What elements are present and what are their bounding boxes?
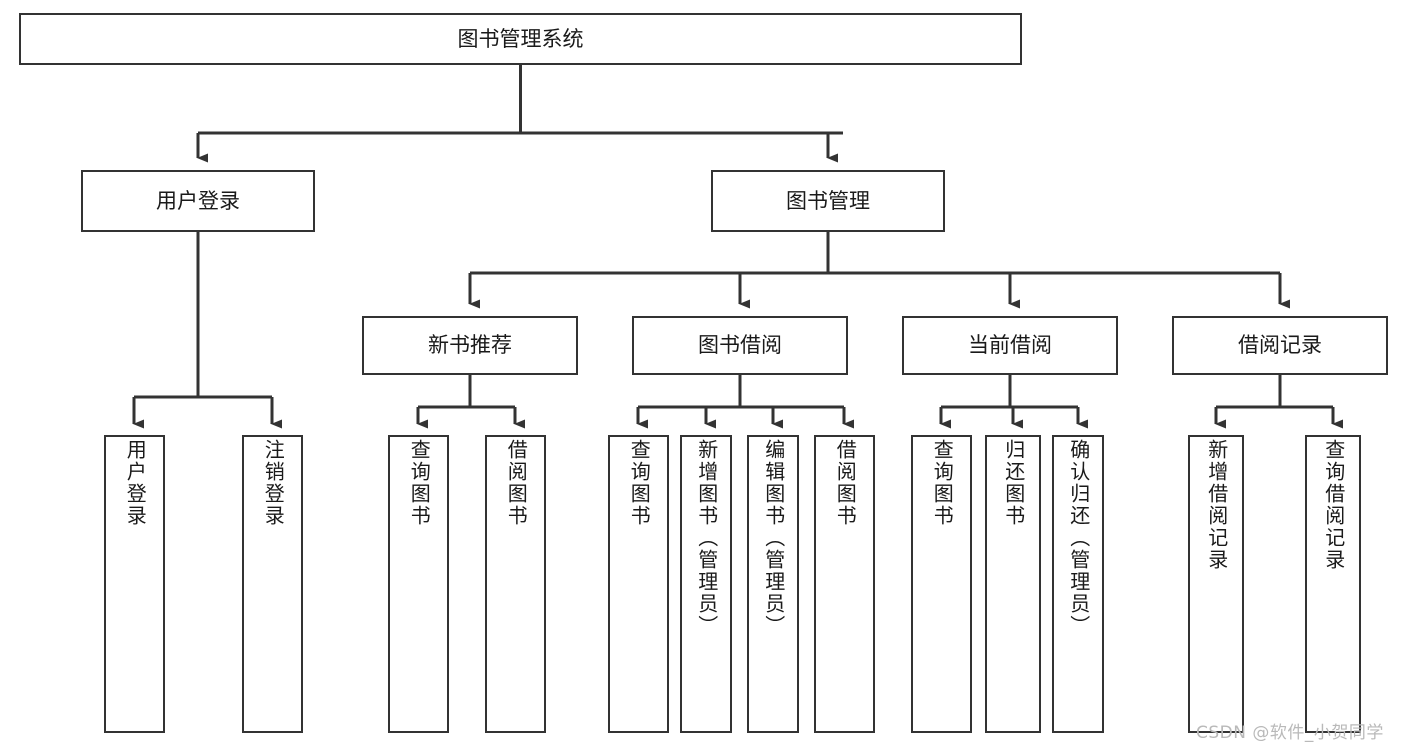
node-current-borrow[interactable]: 当前借阅 — [902, 316, 1118, 375]
node-leaf-query-book-rec-label: 查询图书 — [407, 439, 432, 527]
node-user-login[interactable]: 用户登录 — [81, 170, 315, 232]
node-leaf-query-book-cb[interactable]: 查询图书 — [911, 435, 972, 733]
node-leaf-borrow-book-rec-label: 借阅图书 — [504, 439, 529, 527]
node-root-label: 图书管理系统 — [457, 26, 584, 51]
node-leaf-query-book-rec[interactable]: 查询图书 — [388, 435, 449, 733]
node-leaf-return-book-label: 归还图书 — [1001, 439, 1026, 527]
node-root[interactable]: 图书管理系统 — [19, 13, 1022, 65]
node-leaf-borrow-book-rec[interactable]: 借阅图书 — [485, 435, 546, 733]
node-leaf-confirm-return-label: 确认归还（管理员） — [1066, 439, 1091, 637]
node-new-book-rec[interactable]: 新书推荐 — [362, 316, 578, 375]
node-leaf-add-record-label: 新增借阅记录 — [1204, 439, 1229, 571]
node-leaf-query-book-cb-label: 查询图书 — [930, 439, 955, 527]
node-leaf-user-login[interactable]: 用户登录 — [104, 435, 165, 733]
node-user-login-label: 用户登录 — [156, 188, 240, 213]
node-new-book-rec-label: 新书推荐 — [428, 333, 512, 358]
node-current-borrow-label: 当前借阅 — [968, 333, 1052, 358]
node-leaf-edit-book-label: 编辑图书（管理员） — [761, 439, 786, 637]
node-leaf-query-book-bb[interactable]: 查询图书 — [608, 435, 669, 733]
node-leaf-borrow-book-bb-label: 借阅图书 — [833, 439, 858, 527]
node-book-manage-label: 图书管理 — [786, 188, 870, 213]
node-leaf-query-record[interactable]: 查询借阅记录 — [1305, 435, 1361, 733]
node-leaf-user-login-label: 用户登录 — [123, 439, 148, 527]
node-leaf-edit-book[interactable]: 编辑图书（管理员） — [747, 435, 799, 733]
node-borrow-record[interactable]: 借阅记录 — [1172, 316, 1388, 375]
node-book-manage[interactable]: 图书管理 — [711, 170, 945, 232]
node-leaf-query-book-bb-label: 查询图书 — [627, 439, 652, 527]
node-leaf-return-book[interactable]: 归还图书 — [985, 435, 1041, 733]
node-leaf-confirm-return[interactable]: 确认归还（管理员） — [1052, 435, 1104, 733]
node-leaf-user-logout-label: 注销登录 — [261, 439, 286, 527]
csdn-watermark: CSDN @软件_小贺同学 — [1196, 723, 1384, 743]
node-borrow-record-label: 借阅记录 — [1238, 333, 1322, 358]
node-leaf-add-book[interactable]: 新增图书（管理员） — [680, 435, 732, 733]
node-book-borrow[interactable]: 图书借阅 — [632, 316, 848, 375]
node-leaf-add-record[interactable]: 新增借阅记录 — [1188, 435, 1244, 733]
node-leaf-add-book-label: 新增图书（管理员） — [694, 439, 719, 637]
node-leaf-user-logout[interactable]: 注销登录 — [242, 435, 303, 733]
node-leaf-query-record-label: 查询借阅记录 — [1321, 439, 1346, 571]
node-leaf-borrow-book-bb[interactable]: 借阅图书 — [814, 435, 875, 733]
node-book-borrow-label: 图书借阅 — [698, 333, 782, 358]
